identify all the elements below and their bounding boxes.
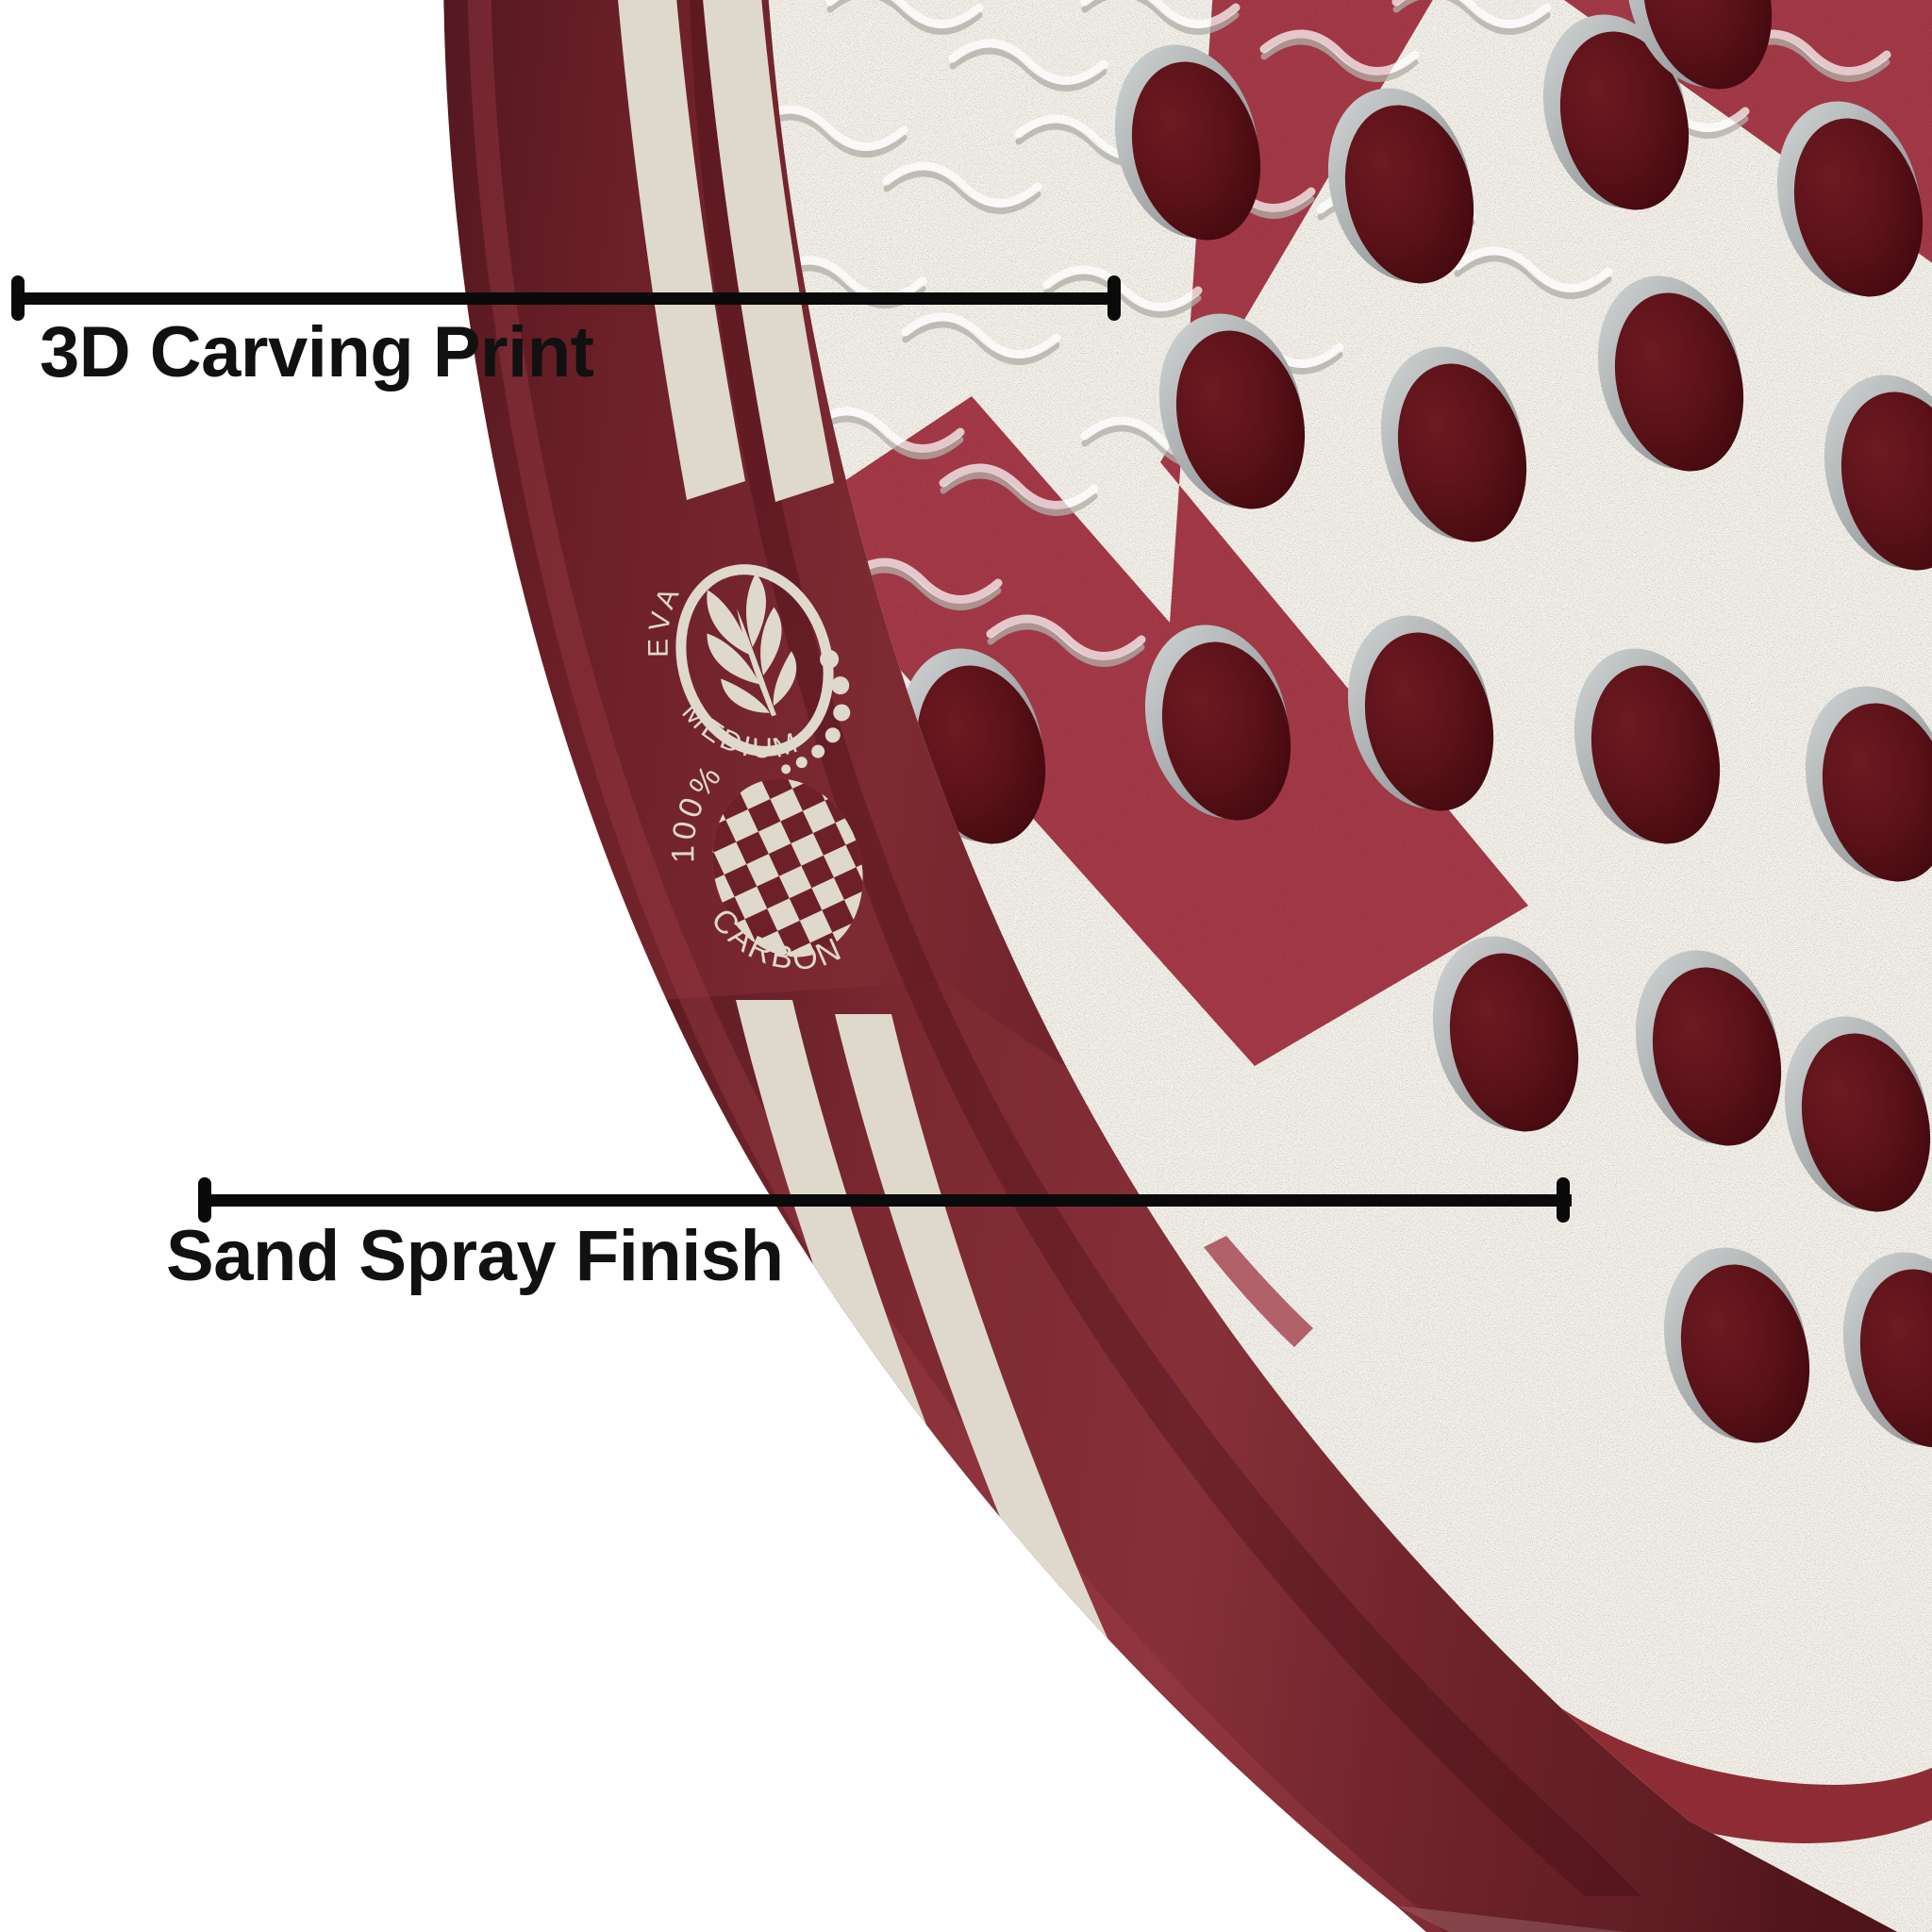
frame-stripe-decoration [613,0,1325,1932]
racket-face [766,0,1932,1932]
leader-line [204,1194,1572,1207]
leaf-sprig-icon [707,573,797,717]
carbon-badge: 100% CARBON [639,750,885,1004]
callout-label-3d-carving-print: 3D Carving Print [40,312,594,392]
callout-3d-carving-print: 3D Carving Print [0,264,1151,396]
callout-sand-spray-finish: Sand Spray Finish [142,1166,1572,1307]
callout-label-sand-spray-finish: Sand Spray Finish [166,1216,784,1296]
leader-end-cap-right [1557,1177,1570,1223]
face-hole-grid [899,0,1932,1448]
leader-end-cap-right [1108,275,1121,321]
lower-stripe-pair [736,1000,1325,1932]
leader-line [17,292,1121,305]
upper-stripe-pair [613,0,834,502]
